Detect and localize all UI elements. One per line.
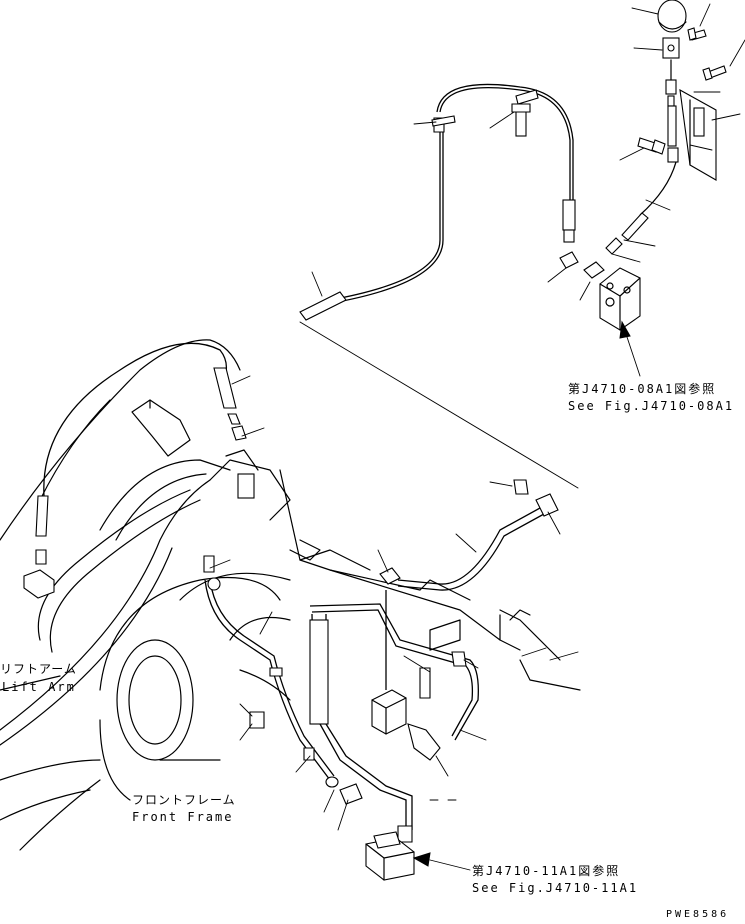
- lift-arm-label-en: Lift Arm: [2, 680, 76, 694]
- lift-arm-structure: [0, 339, 291, 746]
- pressure-gauge-assembly: [605, 0, 727, 255]
- frame-piping: [23, 342, 339, 788]
- leader-lines-upper: [299, 3, 745, 489]
- right-piping: [309, 479, 559, 843]
- upper-gauge-hose: [299, 83, 576, 321]
- lower-ref-arrow: [412, 852, 471, 871]
- upper-ref-arrow: [619, 320, 641, 377]
- front-frame-label-jp: フロントフレーム: [132, 793, 236, 807]
- lower-ref-label-jp: 第J4710-11A1図参照: [472, 864, 621, 878]
- drawing-code: PWE8586: [666, 909, 730, 920]
- lower-valve: [365, 831, 415, 881]
- front-frame-label-en: Front Frame: [132, 810, 234, 824]
- front-frame-structure: [0, 469, 581, 851]
- upper-ref-label-en: See Fig.J4710-08A1: [568, 399, 735, 413]
- lower-ref-label-en: See Fig.J4710-11A1: [472, 881, 639, 895]
- upper-manifold-block: [559, 251, 641, 331]
- upper-ref-label-jp: 第J4710-08A1図参照: [568, 382, 717, 396]
- leader-lines-lower: [209, 375, 579, 831]
- lift-arm-label-jp: リフトアーム: [0, 662, 77, 676]
